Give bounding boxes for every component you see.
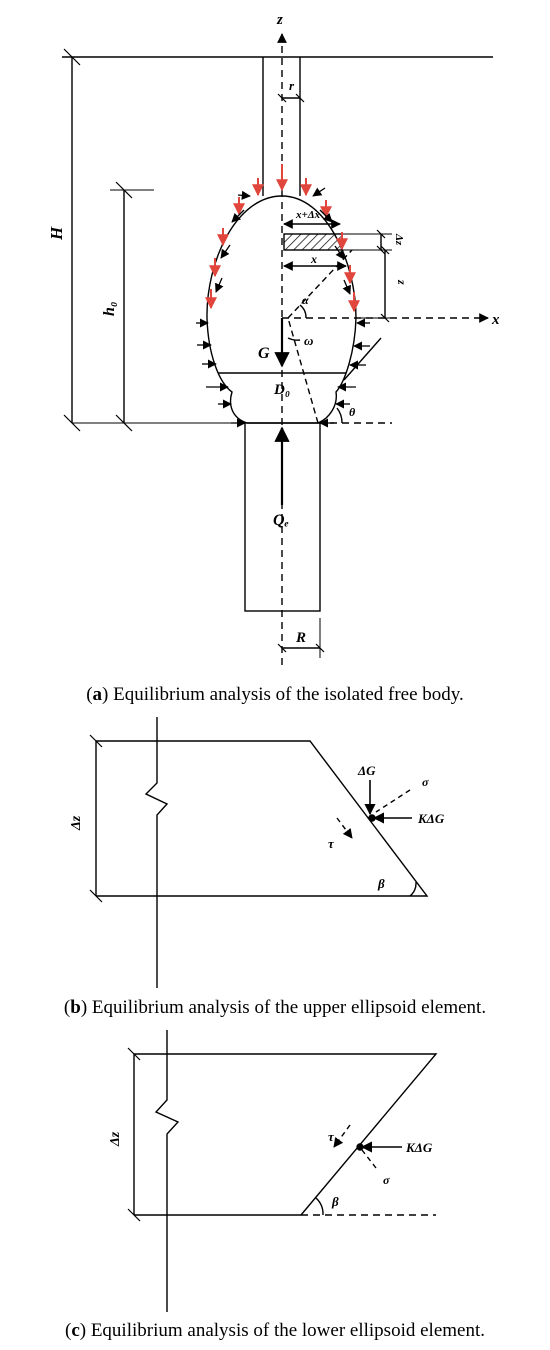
caption-b: (b) Equilibrium analysis of the upper el… [64, 997, 486, 1018]
label-KdG-b: KΔG [417, 811, 445, 826]
label-h0: h₀ [101, 302, 118, 316]
break-line-b [144, 717, 169, 988]
caption-c: (c) Equilibrium analysis of the lower el… [65, 1320, 485, 1341]
beta-arc-b [409, 881, 417, 897]
panel-c-labels: Δz τ KΔG σ β [108, 1129, 433, 1209]
sigma-arrow-b [375, 789, 411, 813]
label-tau-b: τ [328, 836, 335, 851]
label-x-axis: x [491, 312, 500, 328]
alpha-arc [299, 304, 307, 319]
alpha-line [287, 249, 353, 319]
theta-arc [336, 407, 343, 424]
label-z-axis: z [276, 12, 283, 28]
lower-rod [244, 422, 321, 612]
label-KdG-c: KΔG [405, 1140, 433, 1155]
beta-arc-c [315, 1197, 324, 1216]
panel-c [127, 1030, 438, 1312]
label-alpha: α [302, 293, 309, 307]
label-omega: ω [304, 333, 313, 348]
tangent-line [343, 337, 382, 381]
label-x-dim: x [310, 252, 317, 266]
caption-a: (a) Equilibrium analysis of the isolated… [86, 684, 464, 705]
panel-b [89, 717, 429, 988]
panel-a [62, 33, 493, 665]
panel-a-labels: z x H h₀ r x+Δx Δz z x α ω G D₀ θ Qₑ R [47, 12, 500, 646]
label-dz-c: Δz [108, 1131, 123, 1147]
lower-element [134, 1053, 438, 1216]
tau-arrow-c [333, 1124, 351, 1148]
label-r: r [289, 78, 295, 93]
tau-arrow-b [336, 817, 353, 839]
lateral-pressure-arrows [196, 187, 370, 428]
label-z-dim: z [395, 279, 409, 285]
omega-arc [287, 337, 301, 341]
contact-point-b [368, 814, 376, 822]
label-dz-b: Δz [69, 815, 84, 831]
label-H: H [47, 226, 66, 241]
label-x-plus-dx: x+Δx [295, 209, 321, 221]
label-R: R [295, 630, 306, 646]
break-line-c [154, 1030, 180, 1312]
label-sigma-b: σ [422, 775, 429, 789]
label-Qe: Qₑ [273, 512, 289, 529]
label-D0: D₀ [273, 382, 290, 398]
hatched-element [283, 233, 343, 251]
panel-b-labels: Δz ΔG σ KΔG τ β [69, 763, 445, 891]
label-dG: ΔG [357, 763, 376, 778]
contact-point-c [356, 1143, 364, 1151]
label-dz: Δz [393, 233, 405, 246]
sigma-arrow-c [361, 1149, 377, 1169]
label-beta-b: β [377, 876, 385, 891]
label-beta-c: β [331, 1194, 339, 1209]
label-theta: θ [349, 405, 356, 419]
omega-line [287, 317, 319, 424]
soil-pressure-arrows [205, 164, 360, 313]
label-G: G [258, 345, 270, 362]
label-sigma-c: σ [383, 1173, 390, 1187]
label-tau-c: τ [328, 1129, 335, 1144]
